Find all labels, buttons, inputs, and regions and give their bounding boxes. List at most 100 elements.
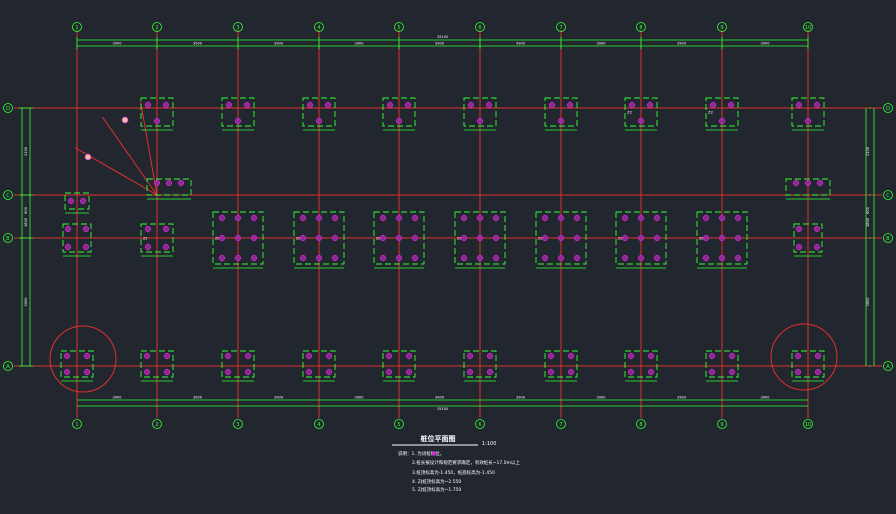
drawing-title: 桩位平面图 [421,434,456,443]
title-block: 桩位平面图 1:100 [392,434,496,447]
axis-bubble-col-6 [475,419,485,429]
pile-cap: Z2 [705,97,739,131]
axis-label-col-10: 10 [805,25,811,31]
axis-bubble-col-4 [314,419,324,429]
pile-cap-label: Z2 [708,110,714,115]
pile-cap-outline [624,97,658,127]
pile-cap-outline [64,192,90,210]
pile-cap-outline [221,350,255,378]
axis-label-col-6: 6 [478,422,481,428]
radial-axis-line [102,116,158,196]
pile-cap-outline [615,211,667,265]
pile-cap-outline [302,97,336,127]
side-dimension-text: 2100 [866,147,870,156]
pile-cap [463,97,497,131]
pile-cap [60,350,94,382]
dimension-text: 3900 [761,396,770,400]
axis-label-col-6: 6 [478,25,481,31]
pile-cap: ZJ [140,223,174,257]
axis-bubble-col-1 [72,22,82,32]
pile-cap-outline [791,97,825,127]
axis-bubble-col-10 [803,419,813,429]
pile-cap [624,350,658,382]
note-1: 说明：1. 为试桩桩位。 [398,450,444,457]
note-5: 5. ZJ桩顶标高为~1.750 [412,486,461,493]
side-dimension-text: 3000 [866,298,870,307]
pile-cap [791,97,825,131]
axis-label-col-5: 5 [397,25,400,31]
pile-cap-label: ZJ [143,236,147,241]
pile-cap-outline [624,350,658,378]
axis-bubble-col-7 [556,22,566,32]
dimension-text: 3900 [761,42,770,46]
axis-label-row-D: D [886,106,890,112]
side-dimension-text: 600 [24,207,28,214]
pile-cap [62,223,92,257]
dimension-text: 3900 [274,42,283,46]
dimension-text: 3900 [113,42,122,46]
pile-cap [146,178,192,200]
pile-cap: ZJ [373,211,425,269]
axis-bubble-col-10 [803,22,813,32]
axis-label-col-5: 5 [397,422,400,428]
pile-cap-outline [212,211,264,265]
pile-cap-label: ZJ [215,236,219,241]
side-dimension-text: 1800 [866,218,870,227]
pile-cap [791,350,825,382]
pile-cap: ZJ [293,211,345,269]
axis-label-col-8: 8 [639,422,642,428]
pile-cap-outline [293,211,345,265]
axis-bubble-row-A [883,361,893,371]
axis-label-row-A: A [886,364,890,370]
axis-bubble-col-8 [636,22,646,32]
dimension-text: 3900 [193,42,202,46]
pile-cap-label: ZJ [457,236,461,241]
axis-bubble-col-2 [152,22,162,32]
pile-cap-label: ZJ [538,236,542,241]
axis-bubble-col-2 [152,419,162,429]
total-dimension-text: 35100 [437,35,448,39]
pile-cap-outline [793,223,823,253]
side-dimension-text: 1800 [24,218,28,227]
axis-bubble-col-3 [233,419,243,429]
highlight-circle-right [770,323,838,391]
axis-bubble-col-3 [233,22,243,32]
axis-label-col-3: 3 [236,422,239,428]
highlight-circle-left [49,325,117,393]
pile-cap-outline [382,350,416,378]
dimension-text: 3900 [113,396,122,400]
axis-label-row-B: B [886,236,890,242]
axis-bubble-col-9 [717,419,727,429]
axis-bubble-row-C [883,190,893,200]
pile-cap-outline [140,97,174,127]
pile-cap-label: ZJ [618,236,622,241]
axis-label-col-1: 1 [75,422,78,428]
pile-cap-label: ZJ [376,236,380,241]
note-2: 2.桩长按设计和规范要求确定，有效桩长~17.0m以上 [412,459,520,466]
axis-label-row-D: D [6,106,10,112]
pile-cap-outline [146,178,192,196]
pile-cap-outline [62,223,92,253]
side-dimension-text: 2100 [24,147,28,156]
axis-label-col-7: 7 [559,25,562,31]
axis-bubble-row-B [3,233,13,243]
pile-cap-outline [785,178,831,196]
axis-label-col-7: 7 [559,422,562,428]
axis-bubble-col-1 [72,419,82,429]
radial-axis-line [140,101,158,196]
pile-cap [785,178,831,200]
pile-cap: ZJ [454,211,506,269]
dimension-text: 3900 [193,396,202,400]
axis-label-col-1: 1 [75,25,78,31]
axis-bubble-col-4 [314,22,324,32]
axis-bubble-col-5 [394,419,404,429]
note-4: 4. ZJ桩顶标高为~2.550 [412,478,461,485]
pile-cap-outline [140,223,174,253]
axis-label-col-2: 2 [155,422,158,428]
pile-cap [302,350,336,382]
axis-bubble-col-5 [394,22,404,32]
pile-cap-outline [791,350,825,378]
